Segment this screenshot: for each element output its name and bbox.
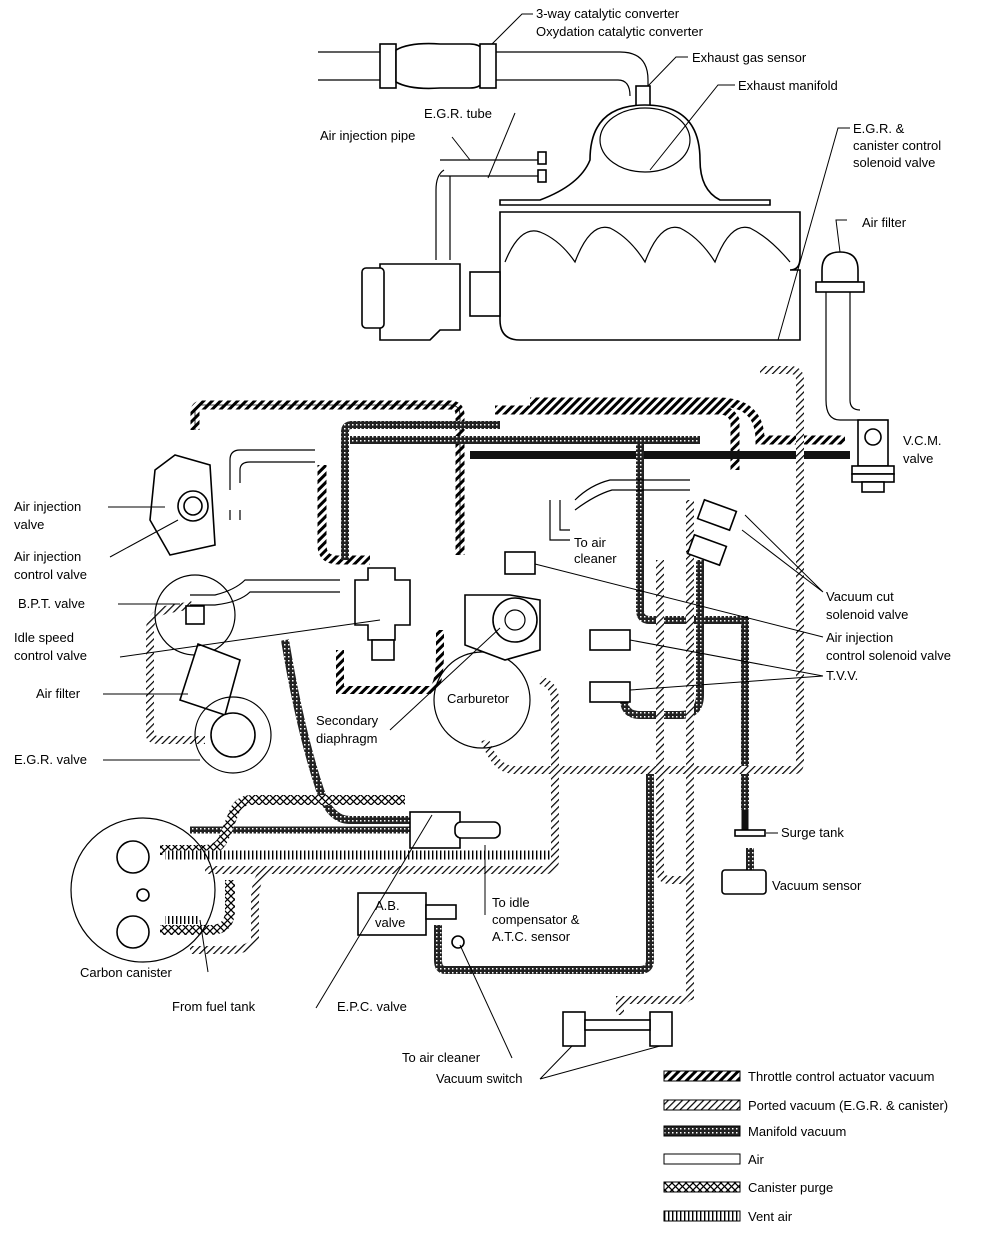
air-injection-valve — [149, 454, 216, 556]
legend: Throttle control actuator vacuum Ported … — [663, 1069, 948, 1224]
label-secondary-1: Secondary — [316, 713, 379, 728]
air-injection-control-solenoid — [504, 551, 536, 575]
label-air-injection-control-1: Air injection — [14, 549, 81, 564]
legend-item-air: Air — [663, 1152, 765, 1167]
label-egr-canister-3: solenoid valve — [853, 155, 935, 170]
air-filter-top — [815, 251, 865, 421]
vcm-valve — [851, 419, 895, 493]
carbon-canister — [70, 817, 216, 963]
epc-valve — [409, 811, 501, 849]
bpt-valve — [154, 574, 236, 656]
vacuum-sensor — [721, 869, 767, 895]
label-air-injection-control-2: control valve — [14, 567, 87, 582]
vacuum-cut-solenoid-valves — [686, 498, 738, 567]
label-air-filter-top: Air filter — [862, 215, 907, 230]
label-idle-comp-2: compensator & — [492, 912, 580, 927]
label-carbon-canister: Carbon canister — [80, 965, 172, 980]
legend-item-vent: Vent air — [663, 1209, 793, 1224]
exhaust-manifold — [499, 104, 771, 206]
legend-label: Ported vacuum (E.G.R. & canister) — [748, 1098, 948, 1113]
tvv — [589, 629, 631, 703]
idle-speed-control-valve — [354, 567, 411, 661]
egr-tube — [435, 151, 547, 260]
labels: 3-way catalytic converter Oxydation cata… — [14, 6, 951, 1086]
label-epc-valve: E.P.C. valve — [337, 999, 407, 1014]
label-secondary-2: diaphragm — [316, 731, 377, 746]
label-exhaust-gas-sensor: Exhaust gas sensor — [692, 50, 807, 65]
legend-item-purge: Canister purge — [663, 1180, 833, 1195]
label-to-air-cleaner-1: To air — [574, 535, 606, 550]
label-carburetor: Carburetor — [447, 691, 510, 706]
legend-label: Vent air — [748, 1209, 793, 1224]
label-vacuum-cut-2: solenoid valve — [826, 607, 908, 622]
label-ai-control-sol-2: control solenoid valve — [826, 648, 951, 663]
label-from-fuel-tank: From fuel tank — [172, 999, 256, 1014]
legend-item-throttle: Throttle control actuator vacuum — [663, 1069, 934, 1084]
label-air-filter-left: Air filter — [36, 686, 81, 701]
label-surge-tank: Surge tank — [781, 825, 844, 840]
vacuum-switch — [562, 1011, 673, 1047]
label-exhaust-manifold: Exhaust manifold — [738, 78, 838, 93]
label-air-injection-pipe: Air injection pipe — [320, 128, 415, 143]
label-vacuum-switch: Vacuum switch — [436, 1071, 522, 1086]
legend-item-manifold: Manifold vacuum — [663, 1124, 846, 1139]
label-idle-speed-2: control valve — [14, 648, 87, 663]
legend-label: Canister purge — [748, 1180, 833, 1195]
label-bpt-valve: B.P.T. valve — [18, 596, 85, 611]
label-vcm-1: V.C.M. — [903, 433, 942, 448]
engine-block — [361, 211, 801, 341]
label-to-air-cleaner-bottom: To air cleaner — [402, 1050, 481, 1065]
label-vacuum-sensor: Vacuum sensor — [772, 878, 862, 893]
label-idle-comp-3: A.T.C. sensor — [492, 929, 571, 944]
label-egr-tube: E.G.R. tube — [424, 106, 492, 121]
egr-valve — [194, 696, 272, 774]
exhaust-gas-sensor — [635, 85, 651, 107]
surge-tank — [734, 829, 766, 837]
legend-label: Air — [748, 1152, 765, 1167]
label-vcm-2: valve — [903, 451, 933, 466]
label-egr-valve: E.G.R. valve — [14, 752, 87, 767]
label-idle-comp-1: To idle — [492, 895, 530, 910]
label-idle-speed-1: Idle speed — [14, 630, 74, 645]
label-air-injection-valve-1: Air injection — [14, 499, 81, 514]
legend-label: Manifold vacuum — [748, 1124, 846, 1139]
legend-item-ported: Ported vacuum (E.G.R. & canister) — [663, 1098, 948, 1113]
carburetor — [433, 594, 541, 749]
leader-lines — [103, 13, 850, 1080]
label-to-air-cleaner-2: cleaner — [574, 551, 617, 566]
ab-valve — [357, 892, 465, 949]
label-vacuum-cut-1: Vacuum cut — [826, 589, 894, 604]
label-ab-valve-2: valve — [375, 915, 405, 930]
label-egr-canister-2: canister control — [853, 138, 941, 153]
legend-label: Throttle control actuator vacuum — [748, 1069, 934, 1084]
catalytic-converter — [318, 42, 649, 97]
label-catalytic-1: 3-way catalytic converter — [536, 6, 680, 21]
label-catalytic-2: Oxydation catalytic converter — [536, 24, 704, 39]
label-air-injection-valve-2: valve — [14, 517, 44, 532]
label-tvv: T.V.V. — [826, 668, 858, 683]
label-ai-control-sol-1: Air injection — [826, 630, 893, 645]
label-ab-valve-1: A.B. — [375, 898, 400, 913]
label-egr-canister-1: E.G.R. & — [853, 121, 905, 136]
